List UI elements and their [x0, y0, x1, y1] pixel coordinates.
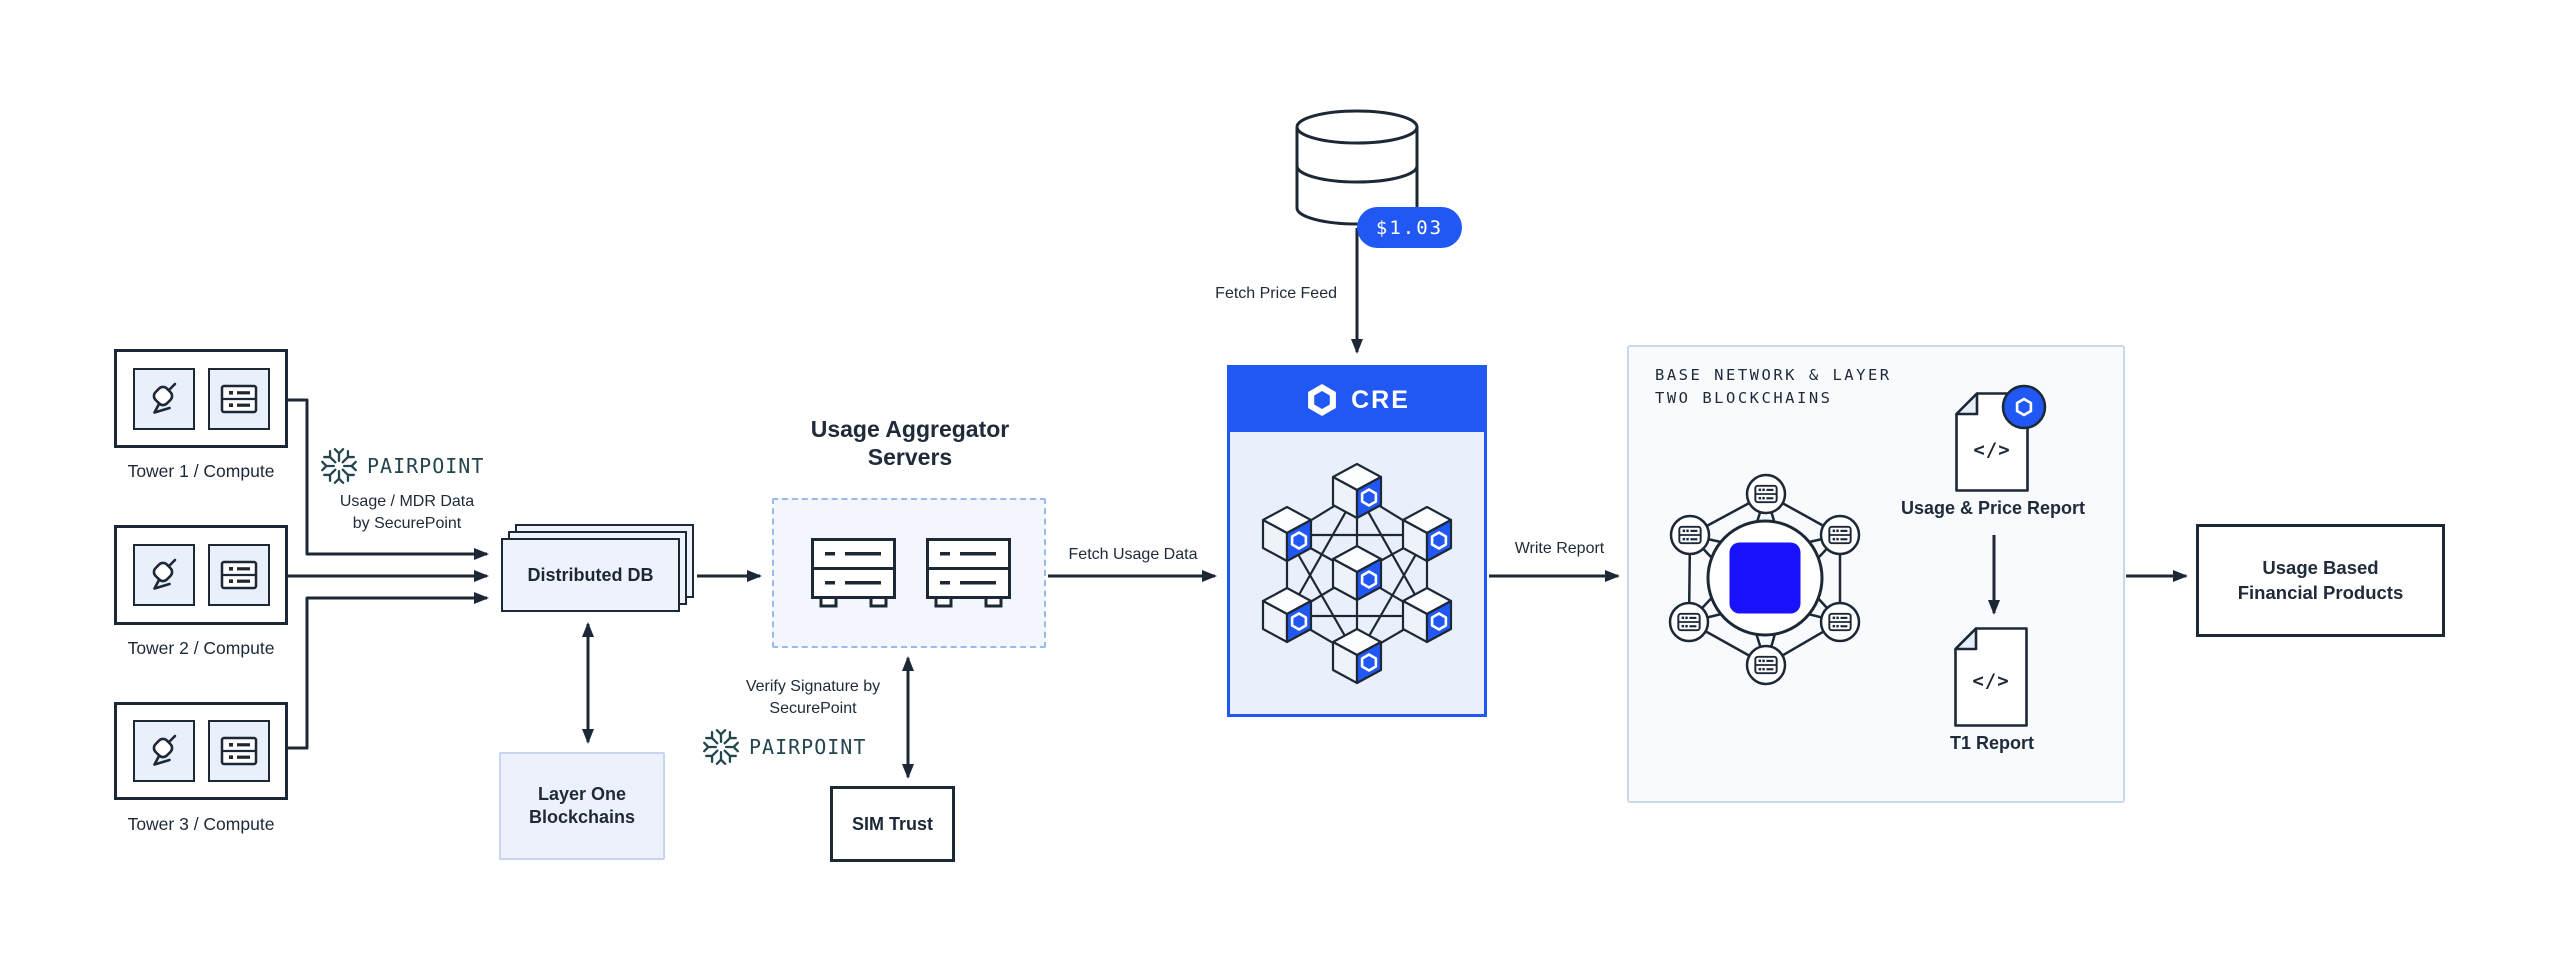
cre-box: CRE: [1227, 365, 1487, 717]
satellite-dish-icon: [132, 367, 195, 430]
write-report-label: Write Report: [1514, 540, 1605, 557]
pairpoint-wordmark: PAIRPOINT: [367, 454, 485, 478]
financial-products-box: Usage Based Financial Products: [2196, 524, 2445, 637]
tower-1-label: Tower 1 / Compute: [127, 461, 275, 481]
code-glyph: </>: [1973, 439, 2010, 461]
verify-signature-note: Verify Signature by SecurePoint: [745, 678, 881, 717]
tower-2-box: [114, 525, 288, 625]
server-icon: [207, 720, 270, 782]
sim-trust-label: SIM Trust: [851, 813, 933, 834]
t1-report-label: T1 Report: [1949, 733, 2034, 753]
aggregator-title: Usage Aggregator Servers: [810, 416, 1010, 470]
cre-title: CRE: [1351, 385, 1410, 414]
chainlink-logo-icon: [1308, 384, 1336, 416]
server-icon: [207, 367, 270, 430]
layer-one-label: Layer One Blockchains: [528, 783, 636, 827]
cre-node-network: [1230, 432, 1484, 715]
price-badge: $1.03: [1357, 207, 1462, 248]
base-network-panel: BASE NETWORK & LAYER TWO BLOCKCHAINS: [1627, 345, 2125, 803]
pairpoint-flake-icon: [702, 728, 740, 766]
tower-3-label: Tower 3 / Compute: [127, 814, 275, 834]
pairpoint-brand: PAIRPOINT: [702, 728, 866, 766]
server-cabinet-icon: [926, 538, 1011, 608]
base-network-graphic: </> </>: [1668, 384, 2047, 727]
t1-report-icon: </>: [1954, 627, 2028, 727]
base-panel-heading: BASE NETWORK & LAYER TWO BLOCKCHAINS: [1655, 366, 1892, 408]
tower-2-label: Tower 2 / Compute: [127, 638, 275, 658]
distributed-db-box: Distributed DB: [501, 538, 680, 612]
validator-nodes: [1668, 473, 1861, 686]
flow-tower1-db: [288, 398, 489, 560]
satellite-dish-icon: [132, 720, 195, 782]
cre-header: CRE: [1230, 368, 1484, 432]
fetch-price-feed-label: Fetch Price Feed: [1215, 285, 1337, 302]
satellite-dish-icon: [132, 544, 195, 606]
layer-one-blockchains-box: Layer One Blockchains: [499, 752, 665, 860]
usage-price-report-label: Usage & Price Report: [1900, 498, 2086, 518]
code-glyph: </>: [1972, 670, 2009, 692]
flow-tower3-db: [288, 592, 489, 750]
server-cabinet-icon: [811, 538, 896, 608]
aggregator-box: [772, 498, 1046, 648]
fetch-usage-data-label: Fetch Usage Data: [1068, 546, 1198, 563]
tower-1-box: [114, 349, 288, 448]
pairpoint-brand: PAIRPOINT: [320, 447, 484, 485]
distributed-db-label: Distributed DB: [527, 564, 654, 585]
usage-price-report-icon: </>: [1955, 384, 2047, 492]
usage-mdr-note: Usage / MDR Data by SecurePoint: [339, 493, 475, 532]
server-icon: [207, 544, 270, 606]
pairpoint-wordmark: PAIRPOINT: [749, 735, 867, 759]
base-logo-square: [1729, 542, 1801, 614]
price-feed-database-icon: [1295, 109, 1419, 226]
pairpoint-flake-icon: [320, 447, 358, 485]
chainlink-badge-icon: [2001, 384, 2047, 430]
tower-3-box: [114, 702, 288, 800]
sim-trust-box: SIM Trust: [830, 786, 955, 862]
financial-products-label: Usage Based Financial Products: [2237, 557, 2404, 603]
